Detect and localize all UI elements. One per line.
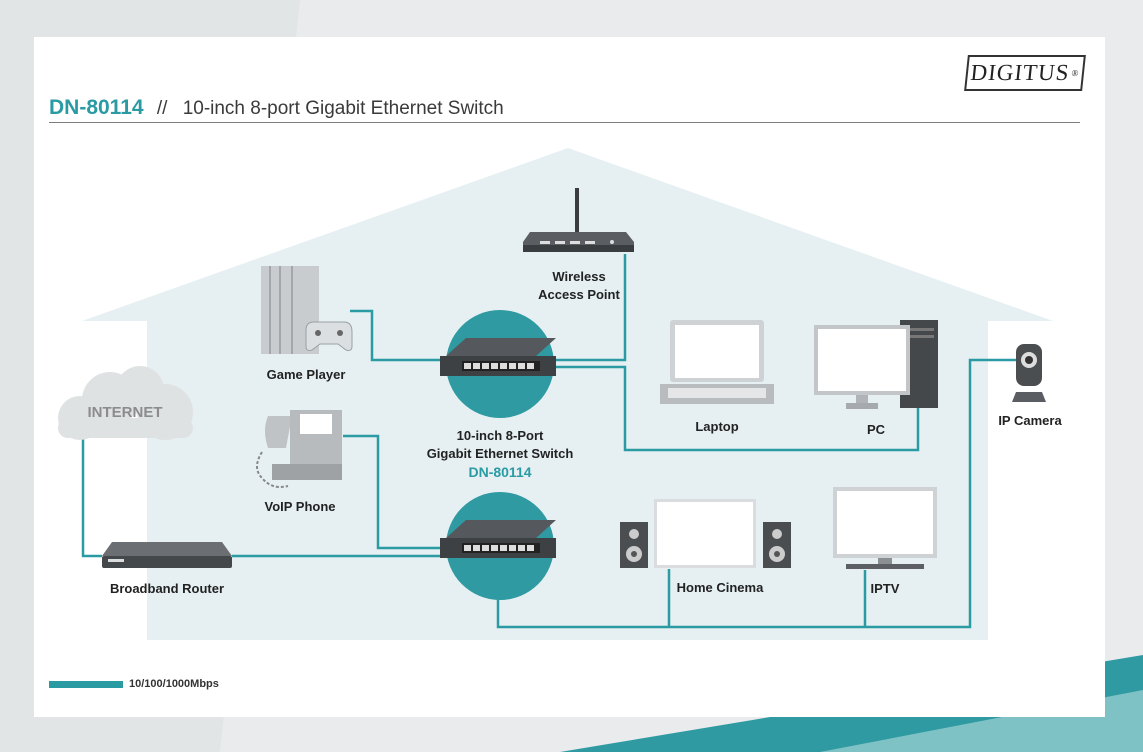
laptop-icon [660, 320, 774, 404]
voip-phone-label: VoIP Phone [264, 499, 336, 514]
home-cinema-label: Home Cinema [676, 580, 764, 595]
title-divider [49, 122, 1080, 123]
switch-caption-line2: Gigabit Ethernet Switch [426, 446, 574, 461]
switch1-icon [440, 338, 556, 376]
line-voip-switch2 [343, 434, 440, 550]
iptv-label: IPTV [870, 581, 900, 596]
model-number: DN-80114 [49, 96, 144, 119]
switch-caption-model: DN-80114 [468, 464, 532, 480]
line-switch1-pc [556, 365, 920, 452]
ip-camera-icon [1012, 344, 1046, 402]
pc-icon [814, 320, 938, 409]
pc-label: PC [866, 422, 886, 437]
legend-swatch [49, 681, 123, 688]
ip-camera-label: IP Camera [998, 413, 1062, 428]
wireless-ap-icon [523, 188, 634, 252]
wireless-ap-label-line2: Access Point [538, 287, 620, 302]
line-internet-router [81, 430, 102, 558]
switch-caption-line1: 10-inch 8-Port [456, 428, 544, 443]
product-description: 10-inch 8-port Gigabit Ethernet Switch [182, 98, 504, 119]
line-switch2-bottom [496, 358, 1016, 629]
page-title: DN-80114 // 10-inch 8-port Gigabit Ether… [49, 96, 504, 120]
broadband-router-icon [102, 542, 232, 568]
internet-label: INTERNET [87, 404, 163, 421]
broadband-router-label: Broadband Router [109, 581, 225, 596]
game-player-label: Game Player [266, 367, 346, 382]
laptop-label: Laptop [695, 419, 739, 434]
internet-cloud-icon [58, 366, 193, 440]
legend-label: 10/100/1000Mbps [129, 678, 219, 690]
connection-lines [81, 254, 1016, 629]
line-ap-switch1 [556, 254, 627, 362]
game-player-icon [261, 266, 353, 354]
wireless-ap-label-line1: Wireless [552, 269, 606, 284]
title-separator: // [156, 98, 168, 119]
wireless-ap-label: Wireless Access Point [520, 268, 638, 304]
house-shape [82, 148, 1053, 640]
switch2-icon [440, 520, 556, 558]
iptv-icon [833, 487, 937, 569]
home-cinema-icon [620, 499, 791, 568]
line-gameplayer-switch1 [350, 309, 440, 362]
switch-caption: 10-inch 8-Port Gigabit Ethernet Switch D… [400, 427, 600, 481]
voip-phone-icon [256, 410, 342, 488]
